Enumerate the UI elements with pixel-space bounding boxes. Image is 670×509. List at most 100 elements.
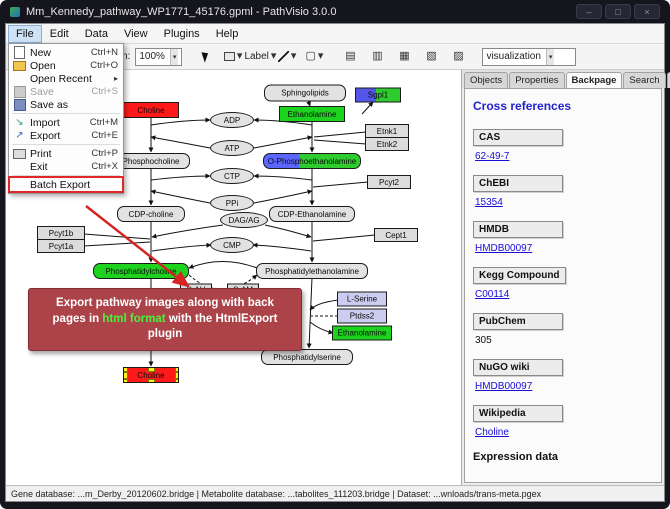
selection-handle[interactable] bbox=[175, 368, 178, 372]
pathway-node-pcyt1a[interactable]: Pcyt1a bbox=[37, 239, 85, 253]
pathway-edge bbox=[151, 242, 212, 252]
pathway-node-sphingolipids[interactable]: Sphingolipids bbox=[264, 84, 346, 102]
common-height-button[interactable]: ▨ bbox=[446, 47, 470, 67]
selection-handle[interactable] bbox=[148, 379, 155, 382]
file-menu-item-batch-export[interactable]: Batch Export bbox=[8, 176, 124, 193]
align-left-button[interactable]: ▤ bbox=[338, 47, 362, 67]
pathway-node-ppi[interactable]: PPi bbox=[210, 195, 254, 211]
menu-data[interactable]: Data bbox=[84, 27, 108, 40]
menu-view[interactable]: View bbox=[123, 27, 148, 40]
xref-link-kegg-compound[interactable]: C00114 bbox=[475, 289, 510, 300]
callout-text-before: Export pathway images along with back pa… bbox=[52, 297, 274, 325]
tab-legend[interactable]: Legend bbox=[666, 72, 670, 88]
chevron-down-icon: ▾ bbox=[317, 50, 324, 62]
selection-handle[interactable] bbox=[124, 379, 128, 382]
pathway-node-adp[interactable]: ADP bbox=[210, 112, 254, 128]
pathway-node-phosphatidylcholine[interactable]: Phosphatidylcholine bbox=[93, 263, 189, 279]
file-menu-item-save-as[interactable]: Save as bbox=[10, 98, 122, 111]
status-bar: Gene database: ...m_Derby_20120602.bridg… bbox=[6, 485, 664, 501]
maximize-button[interactable]: □ bbox=[605, 4, 631, 19]
pathway-node-phosphatidylethanolamine[interactable]: Phosphatidylethanolamine bbox=[256, 263, 368, 279]
title-bar[interactable]: Mm_Kennedy_pathway_WP1771_45176.gpml - P… bbox=[0, 0, 670, 23]
xref-link-nugo-wiki[interactable]: HMDB00097 bbox=[475, 381, 533, 392]
pathway-node-pcyt2[interactable]: Pcyt2 bbox=[367, 175, 411, 189]
menu-edit[interactable]: Edit bbox=[49, 27, 69, 40]
selection-handle[interactable] bbox=[175, 379, 178, 382]
pathway-node-cdp-ethanolamine[interactable]: CDP-Ethanolamine bbox=[269, 206, 355, 222]
pathway-node-l-serine[interactable]: L-Serine bbox=[337, 291, 387, 307]
pathway-edge bbox=[150, 189, 211, 204]
pathway-node-ethanolamine-top[interactable]: Ethanolamine bbox=[279, 106, 345, 122]
pathway-node-etnk2[interactable]: Etnk2 bbox=[365, 137, 409, 151]
line-tool-icon bbox=[278, 51, 289, 62]
pathway-edge bbox=[313, 131, 367, 138]
tab-properties[interactable]: Properties bbox=[509, 72, 565, 88]
xref-source-cas: CAS bbox=[473, 129, 563, 146]
callout-highlight: html format bbox=[102, 312, 166, 325]
xref-source-hmdb: HMDB bbox=[473, 221, 563, 238]
line-tool-button[interactable]: ▾ bbox=[275, 47, 299, 67]
pathway-node-phosphatidylserine[interactable]: Phosphatidylserine bbox=[261, 349, 353, 365]
pathway-edge bbox=[306, 277, 313, 349]
pathway-node-choline-top[interactable]: Choline bbox=[123, 102, 179, 118]
print-icon bbox=[13, 148, 26, 159]
selection-handle[interactable] bbox=[175, 372, 178, 379]
selection-handle[interactable] bbox=[124, 368, 128, 372]
align-top-button[interactable]: ▦ bbox=[392, 47, 416, 67]
pathway-node-ethanolamine-right[interactable]: Ethanolamine bbox=[332, 325, 392, 341]
menu-item-label: Import bbox=[30, 116, 60, 129]
menu-bar: File Edit Data View Plugins Help bbox=[6, 24, 664, 44]
common-height-icon: ▨ bbox=[453, 50, 464, 62]
pathway-node-ptdss2[interactable]: Ptdss2 bbox=[337, 308, 387, 324]
xref-link-chebi[interactable]: 15354 bbox=[475, 197, 503, 208]
xref-link-wikipedia[interactable]: Choline bbox=[475, 427, 509, 438]
shape-tool-button[interactable]: ▢▾ bbox=[302, 47, 326, 67]
gene-product-tool-button[interactable]: ▾ bbox=[221, 47, 245, 67]
pathway-node-cmp[interactable]: CMP bbox=[210, 237, 254, 253]
zoom-combobox[interactable]: 100%▾ bbox=[135, 47, 183, 66]
close-button[interactable]: × bbox=[634, 4, 660, 19]
xref-link-cas[interactable]: 62-49-7 bbox=[475, 151, 510, 162]
pathway-node-o-phosphoethanolamine[interactable]: O-Phosphoethanolamine bbox=[263, 153, 361, 169]
minimize-button[interactable]: – bbox=[576, 4, 602, 19]
pathway-node-atp[interactable]: ATP bbox=[210, 140, 254, 156]
file-menu-item-open-recent[interactable]: Open Recent▸ bbox=[10, 72, 122, 85]
pathway-node-cdp-choline[interactable]: CDP-choline bbox=[117, 206, 185, 222]
menu-help[interactable]: Help bbox=[215, 27, 239, 40]
import-icon: ↘ bbox=[15, 116, 24, 128]
pathway-node-etnk1[interactable]: Etnk1 bbox=[365, 124, 409, 138]
pathway-node-choline-selected[interactable]: Choline bbox=[123, 367, 179, 383]
tab-backpage[interactable]: Backpage bbox=[565, 72, 623, 88]
visualization-combobox[interactable]: visualization▾ bbox=[482, 47, 577, 66]
xref-link-hmdb[interactable]: HMDB00097 bbox=[475, 243, 533, 254]
selection-handle[interactable] bbox=[148, 368, 155, 372]
label-tool-text: Label bbox=[244, 51, 269, 62]
pathway-node-ctp[interactable]: CTP bbox=[210, 168, 254, 184]
selection-pointer-button[interactable] bbox=[194, 47, 218, 67]
align-left-icon: ▤ bbox=[345, 50, 356, 62]
pathway-node-cept1[interactable]: Cept1 bbox=[374, 228, 418, 242]
pathway-node-sgpl1[interactable]: Sgpl1 bbox=[355, 87, 401, 103]
tab-search[interactable]: Search bbox=[623, 72, 666, 88]
label-tool-button[interactable]: Label▾ bbox=[244, 47, 276, 67]
pathway-edge bbox=[150, 135, 211, 149]
sidebar: ObjectsPropertiesBackpageSearchLegend Cr… bbox=[462, 70, 670, 485]
pathway-node-pcyt1b[interactable]: Pcyt1b bbox=[37, 226, 85, 240]
common-width-button[interactable]: ▧ bbox=[419, 47, 443, 67]
pathway-node-dag-ag[interactable]: DAG/AG bbox=[220, 212, 268, 228]
tab-objects[interactable]: Objects bbox=[464, 72, 509, 88]
align-center-button[interactable]: ▥ bbox=[365, 47, 389, 67]
selection-handle[interactable] bbox=[124, 372, 128, 379]
menu-file[interactable]: File bbox=[8, 24, 42, 43]
menu-plugins[interactable]: Plugins bbox=[163, 27, 200, 40]
